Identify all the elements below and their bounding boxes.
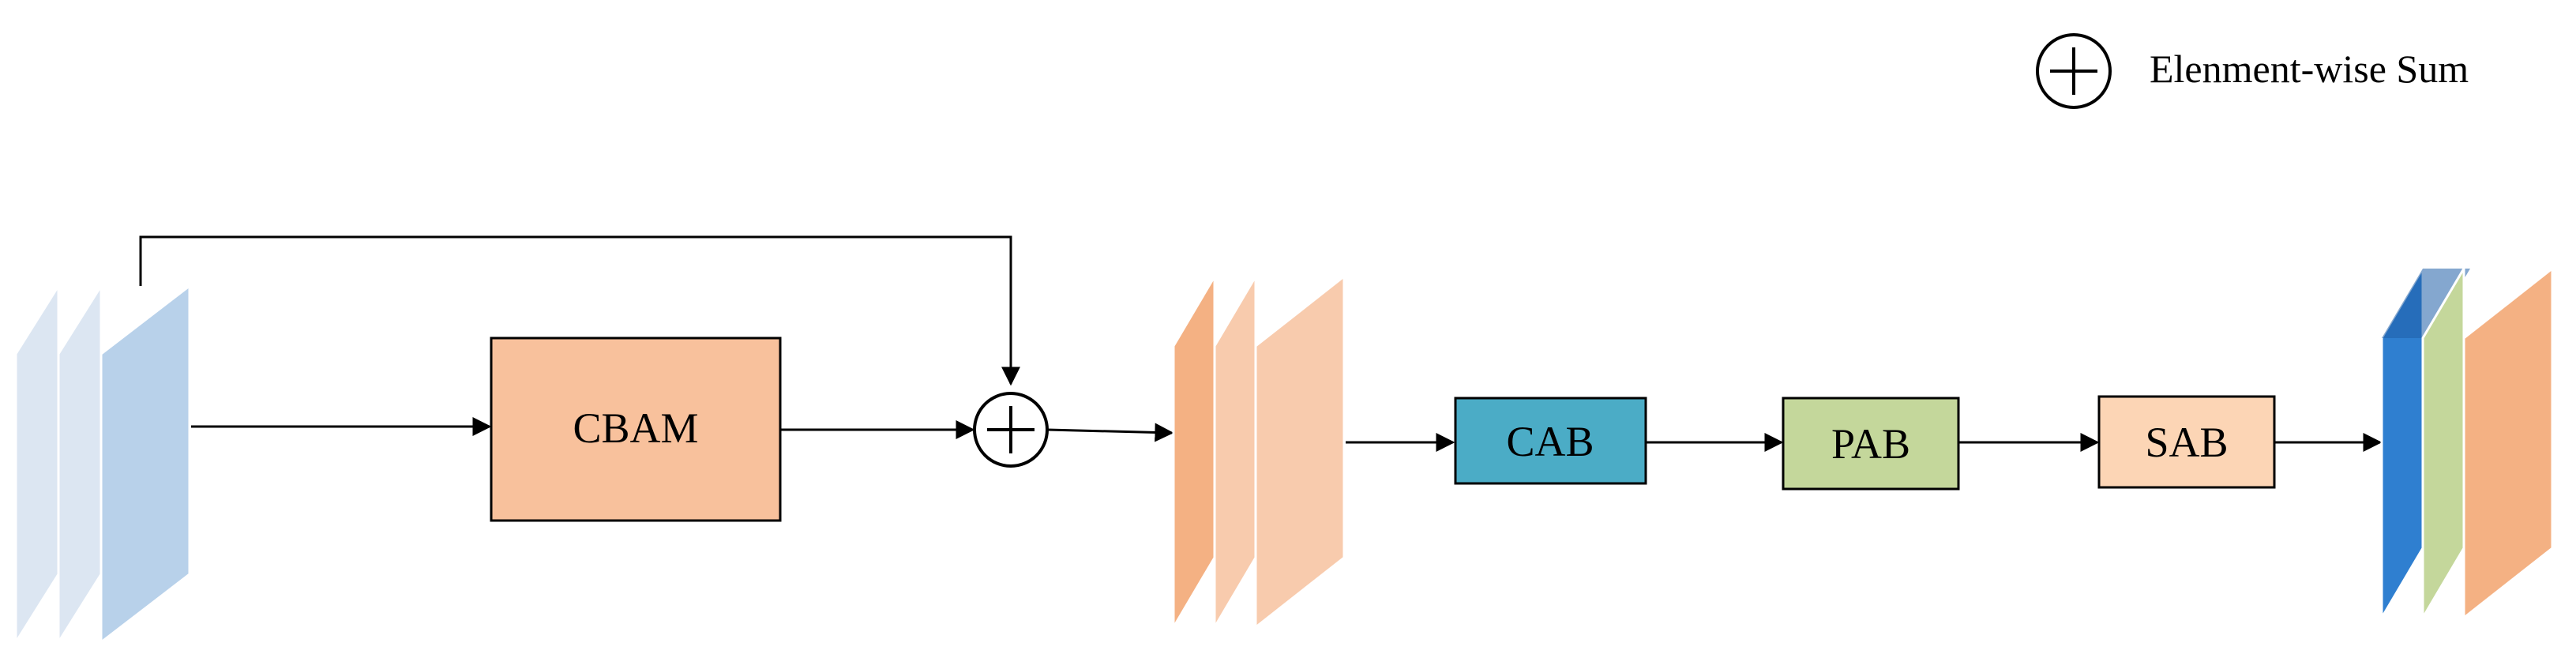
- feature-map-slice: [1254, 273, 1346, 630]
- cab-block: CAB: [1454, 397, 1647, 485]
- arrow-sum-to-features: [1046, 423, 1174, 442]
- sab-label: SAB: [2145, 419, 2228, 466]
- skip-connection: [139, 235, 1020, 386]
- cab-label: CAB: [1506, 418, 1594, 465]
- pab-label: PAB: [1831, 420, 1910, 468]
- feature-map-slice: [1172, 272, 1216, 632]
- legend: Elenment-wise Sum: [2036, 33, 2469, 109]
- cbam-label: CBAM: [573, 404, 698, 452]
- cbam-block: CBAM: [490, 337, 782, 522]
- sab-block: SAB: [2097, 395, 2276, 489]
- feature-map-slice: [14, 281, 60, 647]
- feature-map-intermediate: [1172, 272, 1346, 632]
- feature-map-slice: [1213, 272, 1257, 632]
- feature-map-slice: [2462, 265, 2554, 621]
- pab-block: PAB: [1782, 397, 1960, 491]
- feature-map-slice: [57, 281, 103, 647]
- feature-map-slice: [100, 283, 191, 645]
- feature-map-input: [14, 281, 191, 647]
- element-wise-sum-icon: [2036, 33, 2112, 109]
- element-wise-sum-node: [973, 392, 1049, 468]
- feature-map-output: [2380, 264, 2554, 622]
- legend-label: Elenment-wise Sum: [2150, 47, 2469, 91]
